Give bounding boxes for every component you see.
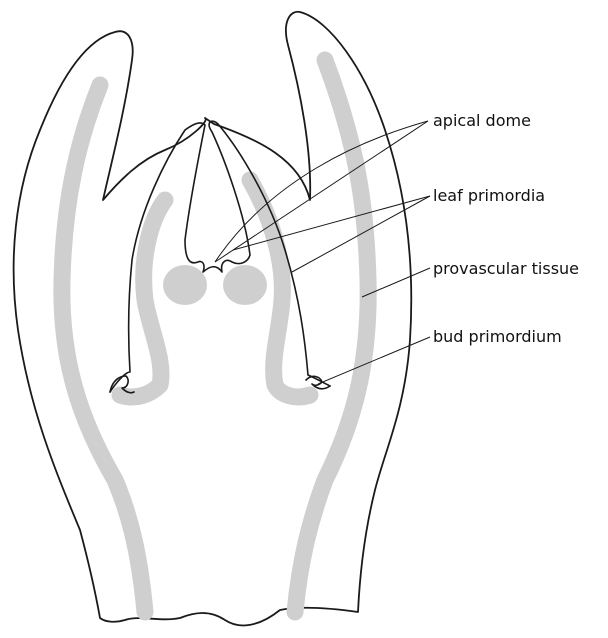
label-leaf-primordia: leaf primordia [433,186,545,205]
label-provascular-tissue: provascular tissue [433,259,579,278]
label-apical-dome: apical dome [433,111,531,130]
provascular-blob-right [223,265,267,305]
provascular-blob-left [163,265,207,305]
label-bud-primordium: bud primordium [433,327,562,346]
outer-shoot-outline [14,12,412,626]
